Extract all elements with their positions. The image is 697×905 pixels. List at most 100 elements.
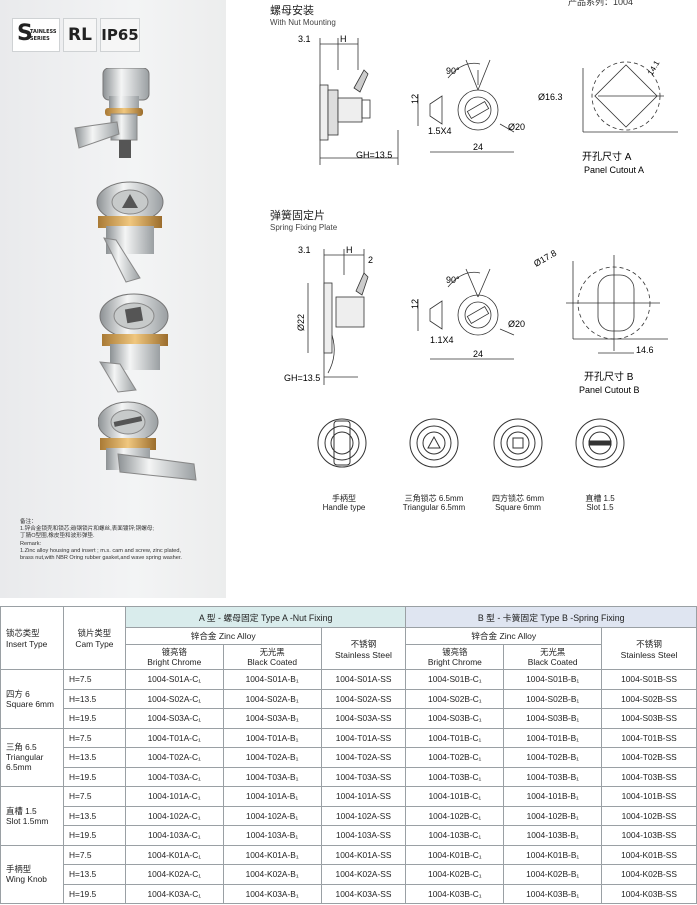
insert-icons: [317, 418, 625, 468]
spec-table: 锁芯类型 Insert Type 锁片类型 Cam Type A 型 - 螺母固…: [0, 606, 697, 904]
header-black-b-cn: 无光黑: [540, 647, 566, 657]
part-number-cell: 1004-S01B-C₁: [405, 669, 505, 690]
header-zinc-b: 锌合金 Zinc Alloy: [405, 627, 603, 645]
cutout-b-en: Panel Cutout B: [579, 385, 640, 395]
part-number-cell: 1004-T02B-B₁: [503, 747, 603, 768]
part-number-cell: 1004-S02B-B₁: [503, 688, 603, 709]
part-number-cell: 1004-S01B-B₁: [503, 669, 603, 690]
part-number-cell: 1004-S01A-B₁: [222, 669, 322, 690]
notes-line-cn-1: 1.锌合金锁壳和锁芯;碳钢锁片和螺丝,表面镀锌;铜螺母;: [20, 526, 154, 533]
part-number-cell: 1004-S02B-SS: [601, 688, 697, 709]
part-number-cell: 1004-K01A-B₁: [222, 844, 322, 865]
cutout-b-cn: 开孔尺寸 B: [584, 370, 634, 383]
header-ss-a-cn: 不锈钢: [350, 638, 377, 649]
part-number-cell: 1004-103A-B₁: [222, 825, 322, 846]
part-number-cell: 1004-101B-C₁: [405, 786, 505, 807]
dim-a-24: 24: [473, 142, 483, 152]
part-number-cell: 1004-S02A-C₁: [124, 688, 224, 709]
icon-label-square: 四方锁芯 6mm Square 6mm: [478, 494, 558, 512]
icon-label-triangular-en: Triangular 6.5mm: [402, 503, 466, 512]
part-number-cell: 1004-103A-SS: [320, 825, 407, 846]
cam-height-cell: H=19.5: [62, 883, 126, 904]
header-zinc-a: 锌合金 Zinc Alloy: [124, 627, 322, 645]
part-number-cell: 1004-K01A-C₁: [124, 844, 224, 865]
ip65-badge: IP65: [100, 18, 140, 52]
rl-badge: RL: [63, 18, 97, 52]
icon-label-handle-cn: 手柄型: [332, 494, 356, 503]
part-number-cell: 1004-T03B-SS: [601, 766, 697, 787]
part-number-cell: 1004-102A-B₁: [222, 805, 322, 826]
dim-a-12: 12: [410, 94, 420, 104]
product-photo-handle: [74, 68, 150, 158]
part-number-cell: 1004-K01A-SS: [320, 844, 407, 865]
part-number-cell: 1004-T03B-B₁: [503, 766, 603, 787]
part-number-cell: 1004-102B-C₁: [405, 805, 505, 826]
cutout-a-cn: 开孔尺寸 A: [582, 150, 632, 163]
part-number-cell: 1004-101B-B₁: [503, 786, 603, 807]
part-number-cell: 1004-S01A-C₁: [124, 669, 224, 690]
cam-height-cell: H=19.5: [62, 825, 126, 846]
stainless-badge-text-top: TAINLESS: [30, 29, 57, 35]
cam-height-cell: H=19.5: [62, 766, 126, 787]
part-number-cell: 1004-101B-SS: [601, 786, 697, 807]
part-number-cell: 1004-S03A-C₁: [124, 708, 224, 729]
part-number-cell: 1004-K03A-B₁: [222, 883, 322, 904]
notes-label-en: Remark:: [20, 540, 42, 547]
dim-a-gh: GH=13.5: [356, 150, 392, 160]
product-photo-panel: S TAINLESS SERIES RL IP65: [0, 0, 226, 598]
insert-type-en: Triangular 6.5mm: [6, 752, 44, 773]
part-number-cell: 1004-102B-SS: [601, 805, 697, 826]
dim-b-d22: Ø22: [296, 314, 306, 331]
dim-a-d16-3: Ø16.3: [538, 92, 563, 102]
part-number-cell: 1004-T03A-SS: [320, 766, 407, 787]
insert-type-cn: 三角 6.5: [6, 742, 37, 753]
header-chrome-a-cn: 镀亮铬: [161, 647, 187, 657]
header-insert-type-en: Insert Type: [6, 639, 48, 649]
dim-b-3-1: 3.1: [298, 245, 311, 255]
part-number-cell: 1004-103B-B₁: [503, 825, 603, 846]
part-number-cell: 1004-K02B-C₁: [405, 864, 505, 885]
part-number-cell: 1004-103B-SS: [601, 825, 697, 846]
header-insert-type-cn: 锁芯类型: [6, 628, 40, 638]
cam-height-cell: H=19.5: [62, 708, 126, 729]
part-number-cell: 1004-T03B-C₁: [405, 766, 505, 787]
insert-type-en: Slot 1.5mm: [6, 815, 49, 826]
cam-height-cell: H=7.5: [62, 786, 126, 807]
part-number-cell: 1004-S03A-SS: [320, 708, 407, 729]
part-number-cell: 1004-S02B-C₁: [405, 688, 505, 709]
part-number-cell: 1004-S02A-SS: [320, 688, 407, 709]
section-a-title-cn: 螺母安装: [270, 5, 314, 17]
drawing-b: 3.1 H 2 Ø22 GH=13.5 90° 12 1.1X4 24 Ø20 …: [284, 245, 668, 395]
part-number-cell: 1004-T01B-B₁: [503, 727, 603, 748]
dim-b-12: 12: [410, 299, 420, 309]
notes-block: 备注： 1.锌合金锁壳和锁芯;碳钢锁片和螺丝,表面镀锌;铜螺母; 丁腈O型圈,橡…: [20, 519, 220, 562]
dim-b-gh: GH=13.5: [284, 373, 320, 383]
dim-b-14-6: 14.6: [636, 345, 654, 355]
part-number-cell: 1004-T02A-SS: [320, 747, 407, 768]
header-insert-type: 锁芯类型 Insert Type: [0, 606, 64, 670]
part-number-cell: 1004-T01B-C₁: [405, 727, 505, 748]
icon-label-triangular-cn: 三角锁芯 6.5mm: [404, 494, 464, 503]
part-number-cell: 1004-102A-SS: [320, 805, 407, 826]
part-number-cell: 1004-102B-B₁: [503, 805, 603, 826]
cam-height-cell: H=13.5: [62, 747, 126, 768]
part-number-cell: 1004-T01A-C₁: [124, 727, 224, 748]
header-chrome-b-en: Bright Chrome: [427, 657, 482, 667]
part-number-cell: 1004-T02A-B₁: [222, 747, 322, 768]
icon-label-slot: 直槽 1.5 Slot 1.5: [568, 494, 632, 512]
part-number-cell: 1004-T02A-C₁: [124, 747, 224, 768]
part-number-cell: 1004-K01B-C₁: [405, 844, 505, 865]
